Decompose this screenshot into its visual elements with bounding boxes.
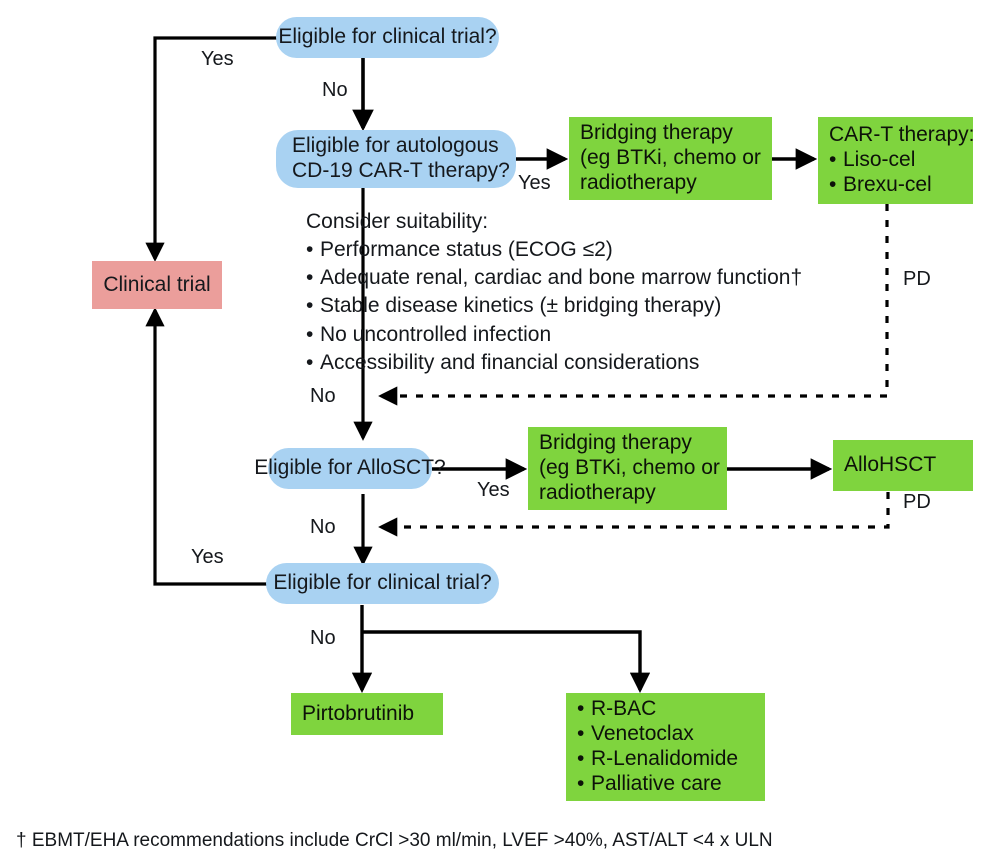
edge-label-no-allosct: No <box>310 516 336 538</box>
node-eligible-allosct[interactable]: Eligible for AlloSCT? <box>254 448 446 489</box>
node-clinical-trial[interactable]: Clinical trial <box>92 261 222 309</box>
node-car-t-therapy[interactable]: CAR-T therapy: Liso-cel Brexu-cel <box>818 117 975 204</box>
node-pirtobrutinib[interactable]: Pirtobrutinib <box>291 693 443 735</box>
node-label: Eligible for clinical trial? <box>273 571 492 595</box>
list-item: R-BAC <box>577 697 738 722</box>
edge-label-no-car-t: No <box>310 385 336 407</box>
edge-label-yes-car-t: Yes <box>518 172 551 194</box>
edge-label-pd-car-t: PD <box>903 268 931 290</box>
node-eligible-trial-bottom[interactable]: Eligible for clinical trial? <box>266 563 499 604</box>
list-item: Venetoclax <box>577 722 738 747</box>
node-label-line1: Bridging therapy <box>539 431 692 455</box>
node-bridging-therapy-top[interactable]: Bridging therapy (eg BTKi, chemo or radi… <box>569 117 772 200</box>
node-eligible-car-t[interactable]: Eligible for autologous CD-19 CAR-T ther… <box>276 130 516 188</box>
list-item: Palliative care <box>577 772 738 797</box>
node-label-line1: Eligible for autologous <box>292 134 499 158</box>
list-item: Accessibility and financial consideratio… <box>306 349 802 377</box>
node-label: Pirtobrutinib <box>302 701 415 725</box>
list-item: No uncontrolled infection <box>306 321 802 349</box>
node-label-line2: CD-19 CAR-T therapy? <box>292 159 510 182</box>
list-item: Adequate renal, cardiac and bone marrow … <box>306 264 802 292</box>
node-label-line3: radiotherapy <box>580 170 697 194</box>
list-item: Brexu-cel <box>829 173 932 198</box>
node-eligible-trial-top[interactable]: Eligible for clinical trial? <box>276 17 499 58</box>
node-other-options[interactable]: R-BAC Venetoclax R-Lenalidomide Palliati… <box>566 693 765 801</box>
node-label: Clinical trial <box>103 272 211 296</box>
edge-label-yes-bottom: Yes <box>191 546 224 568</box>
list-item: Performance status (ECOG ≤2) <box>306 236 802 264</box>
list-item: Stable disease kinetics (± bridging ther… <box>306 292 802 320</box>
node-bridging-therapy-mid[interactable]: Bridging therapy (eg BTKi, chemo or radi… <box>528 427 727 510</box>
node-label-line1: Bridging therapy <box>580 121 733 145</box>
node-label-line3: radiotherapy <box>539 480 656 504</box>
consider-suitability-list: Performance status (ECOG ≤2) Adequate re… <box>306 236 802 377</box>
edge-label-yes-top: Yes <box>201 48 234 70</box>
other-options-list: R-BAC Venetoclax R-Lenalidomide Palliati… <box>577 697 738 796</box>
edge-label-no-bottom: No <box>310 627 336 649</box>
list-item: R-Lenalidomide <box>577 747 738 772</box>
node-allohsct[interactable]: AlloHSCT <box>833 440 973 491</box>
node-label-line2: (eg BTKi, chemo or <box>539 456 720 480</box>
edge-trial-yes <box>145 36 278 262</box>
edge-label-no-top: No <box>322 79 348 101</box>
node-label: Eligible for AlloSCT? <box>254 456 446 480</box>
list-item: Liso-cel <box>829 148 932 173</box>
node-label-line2: (eg BTKi, chemo or <box>580 146 761 170</box>
edge-label-pd-allohsct: PD <box>903 491 931 513</box>
node-label: AlloHSCT <box>844 453 937 477</box>
car-t-therapy-list: Liso-cel Brexu-cel <box>829 148 932 198</box>
footnote: † EBMT/EHA recommendations include CrCl … <box>16 830 773 851</box>
edge-bottom-trial-yes <box>145 307 272 586</box>
edge-label-yes-allosct: Yes <box>477 479 510 501</box>
node-label: Eligible for clinical trial? <box>278 25 497 49</box>
node-label-header: CAR-T therapy: <box>829 123 975 147</box>
edge-bottom-no-right <box>362 630 651 694</box>
consider-suitability-header: Consider suitability: <box>306 210 489 233</box>
consider-suitability: Consider suitability: Performance status… <box>306 208 802 377</box>
